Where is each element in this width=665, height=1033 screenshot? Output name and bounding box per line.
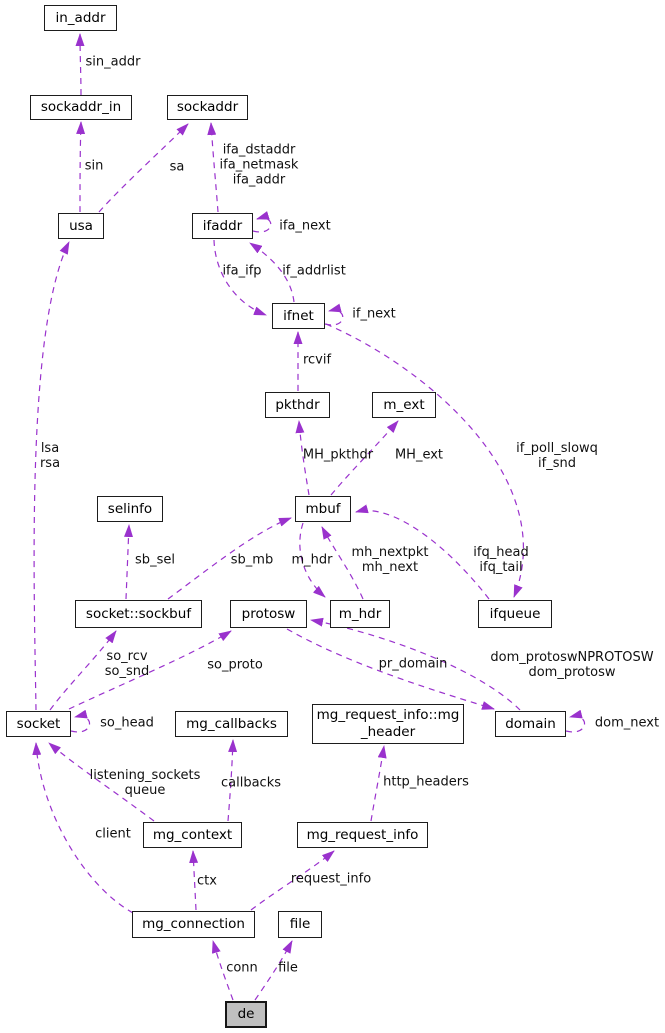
- edge-sin: [76, 121, 86, 213]
- node-mg-callbacks[interactable]: mg_callbacks: [175, 711, 288, 737]
- node-sockaddr[interactable]: sockaddr: [167, 95, 248, 120]
- edge-mh-pkthdr: [295, 420, 310, 496]
- edge-http-headers: [370, 745, 387, 822]
- edge-conn: [211, 940, 234, 1001]
- node-usa[interactable]: usa: [58, 213, 104, 239]
- edge-sin-addr: [75, 33, 85, 96]
- node-ifqueue[interactable]: ifqueue: [478, 600, 552, 628]
- edge-ifa-next: [252, 211, 272, 233]
- node-file[interactable]: file: [278, 911, 322, 938]
- node-selinfo[interactable]: selinfo: [97, 496, 163, 522]
- edge-ifa-addrs: [207, 122, 219, 213]
- node-domain[interactable]: domain: [495, 711, 566, 737]
- edge-dom-next: [565, 709, 586, 733]
- node-protosw[interactable]: protosw: [230, 600, 307, 628]
- edge-client: [32, 742, 134, 914]
- edge-sa: [98, 123, 189, 213]
- edge-if-addrlist: [249, 242, 295, 303]
- edge-if-next: [324, 303, 344, 326]
- node-mg-request-info[interactable]: mg_request_info: [297, 822, 428, 848]
- edge-ctx: [189, 850, 199, 911]
- node-socket[interactable]: socket: [6, 711, 71, 737]
- edge-sb-mb: [167, 517, 292, 600]
- edge-dom-protosw: [310, 617, 521, 711]
- edge-so-head: [70, 709, 91, 733]
- node-socket-sockbuf[interactable]: socket::sockbuf: [75, 600, 202, 628]
- node-m-hdr[interactable]: m_hdr: [330, 600, 390, 628]
- node-mbuf[interactable]: mbuf: [295, 496, 351, 522]
- node-mg-connection[interactable]: mg_connection: [132, 911, 255, 938]
- edge-m-hdr-field: [299, 522, 326, 598]
- edge-mh-ext: [330, 420, 399, 496]
- edge-ifq-head: [355, 504, 490, 600]
- edge-so-rcv-snd: [49, 630, 117, 711]
- edge-callbacks: [227, 739, 238, 822]
- edge-ifa-ifp: [213, 239, 267, 316]
- node-de: de: [225, 1001, 267, 1028]
- node-ifaddr[interactable]: ifaddr: [192, 213, 253, 239]
- edge-if-snd: [325, 323, 525, 598]
- node-mg-context[interactable]: mg_context: [143, 822, 242, 848]
- edge-listening: [48, 742, 155, 822]
- edge-mh-next: [321, 526, 364, 600]
- node-m-ext[interactable]: m_ext: [372, 392, 436, 418]
- edge-so-proto: [68, 630, 232, 710]
- edge-lsa-rsa: [33, 241, 70, 711]
- edge-pr-domain: [286, 628, 495, 710]
- node-sockaddr-in[interactable]: sockaddr_in: [30, 95, 132, 120]
- node-ifnet[interactable]: ifnet: [272, 303, 325, 329]
- node-pkthdr[interactable]: pkthdr: [265, 392, 330, 418]
- edge-file: [254, 940, 293, 1001]
- edge-sb-sel: [124, 524, 134, 600]
- edge-request-info: [250, 850, 335, 911]
- node-in-addr[interactable]: in_addr: [44, 5, 117, 31]
- node-mg-request-info-mg-header[interactable]: mg_request_info::mg _header: [312, 704, 464, 744]
